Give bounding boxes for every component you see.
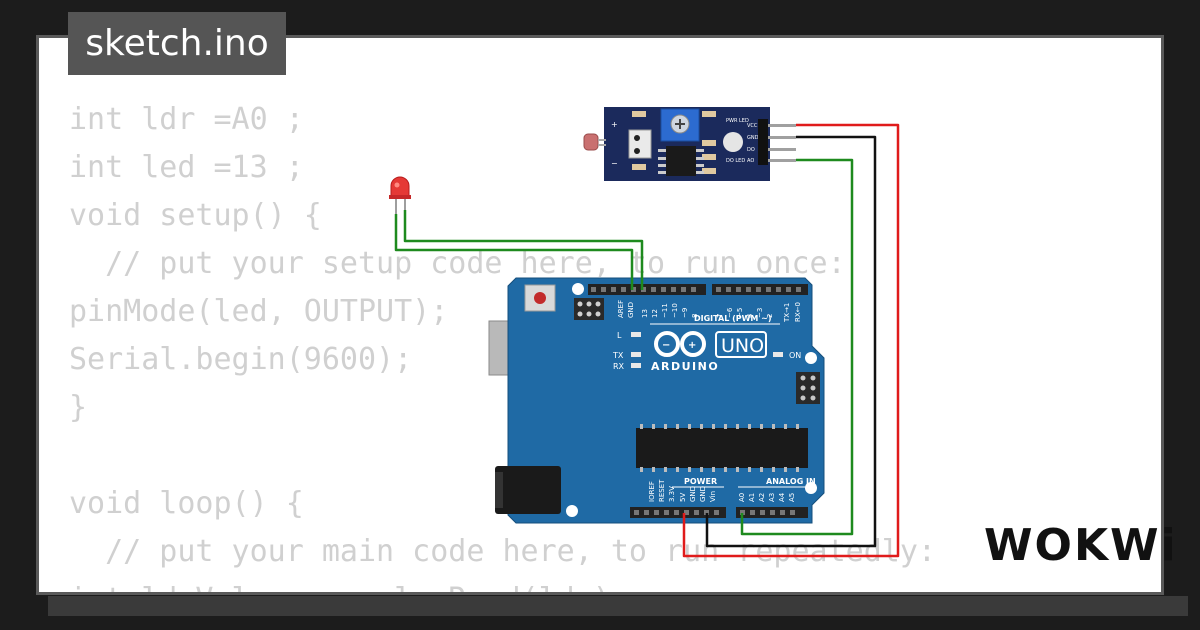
pin-label: AREF [617,300,625,318]
arduino-logo [654,331,706,357]
code-line: void setup() { [69,198,322,233]
ao-signal-wire[interactable] [740,158,854,536]
pin-label: ~5 [736,308,744,318]
atmega-chip [636,428,808,468]
pin-label: GND [689,486,697,502]
pin-label: 2 [766,314,774,318]
sensor-pin-label: DO [747,147,755,153]
mounting-hole [805,482,817,494]
mounting-hole [805,352,817,364]
led-tx [631,352,641,357]
led-l [631,332,641,337]
card-shadow [48,596,1188,616]
mounting-hole [572,283,584,295]
analog-label: ANALOG IN [766,477,816,486]
code-line: int ldr =A0 ; [69,102,304,137]
code-line: // put your setup code here, to run once… [69,246,846,281]
pin-label: IOREF [648,481,656,502]
code-line: pinMode(led, OUTPUT); [69,294,449,329]
pin-label: A2 [758,493,766,502]
pin-label: RESET [658,479,666,502]
icsp-header [574,298,604,320]
code-line: int led =13 ; [69,150,304,185]
led-label-l: L [617,331,622,340]
red-led[interactable] [389,176,411,216]
pin-label: GND [699,486,707,502]
pin-label: 4 [746,313,754,318]
board-brand: ARDUINO [651,360,719,373]
comparator-chip [666,146,696,176]
file-title-tab: sketch.ino [68,12,286,75]
terminal-block [628,129,652,159]
sensor-label-do-led: DO LED [726,158,745,164]
photoresistor [583,133,599,151]
pin-label: ~6 [726,307,734,318]
digital-label: DIGITAL (PWM ~) [694,314,772,323]
pin-label: 7 [716,314,724,318]
pin-label: GND [627,302,635,318]
pin-label: 8 [691,314,699,318]
vcc-wire[interactable] [682,123,900,558]
wires [394,123,900,558]
led-signal-wire[interactable] [403,210,644,290]
power-label: POWER [684,477,717,486]
led-label-rx: RX [613,362,625,371]
polarity-minus: − [611,159,618,168]
ldr-sensor-module[interactable]: + − PWR LED DO LED VCC GND DO AO [583,107,796,181]
pin-label: ~10 [671,303,679,318]
power-jack [495,466,561,514]
pin-label: A4 [778,492,786,502]
digital-header-left [588,284,706,295]
sensor-pin-label: VCC [747,123,758,129]
svg-text:+: + [688,340,696,351]
pin-label: ~9 [681,308,689,318]
pin-label: 3.3V [668,486,676,502]
code-line: } [69,390,88,425]
pin-label: 12 [651,309,659,318]
led-label-on: ON [789,351,801,360]
icsp2-header [796,372,820,404]
pin-label: 13 [641,309,649,318]
led-label-tx: TX [612,351,624,360]
pin-label: 5V [679,493,687,502]
board-model: UNO [721,335,764,357]
svg-text:−: − [662,340,670,351]
code-line: void loop() { [69,486,304,521]
pin-label: A0 [738,493,746,502]
pin-label: A5 [788,493,796,502]
code-line: Serial.begin(9600); [69,342,413,377]
led-rx [631,363,641,368]
sensor-pin-label: GND [747,135,759,141]
pin-label: A1 [748,493,756,502]
code-listing: int ldr =A0 ; int led =13 ; void setup() {… [69,96,936,592]
pwr-led [723,132,743,152]
code-line: int ldrValue = analogRead(ldr); [69,576,936,592]
arduino-uno-board[interactable]: AREF GND 13 12 ~11 ~10 ~9 8 7 ~6 ~5 4 ~3… [488,277,825,524]
pin-label: ~11 [661,303,669,318]
sensor-label-pwr-led: PWR LED [726,118,749,124]
gnd-wire[interactable] [705,135,877,548]
code-line: // put your main code here, to run repea… [69,534,936,569]
pin-label: TX→1 [783,303,791,323]
potentiometer-screw-icon [675,119,685,129]
pin-label: ~3 [756,308,764,318]
led-on [773,352,783,357]
mounting-hole [566,505,578,517]
wokwi-logo: WOKWi [984,520,1178,571]
pin-label: Vin [709,491,717,502]
sensor-pin-label: AO [747,158,754,164]
pin-label: RX←0 [794,302,802,322]
led-gnd-wire[interactable] [394,214,634,290]
polarity-plus: + [611,120,618,129]
pin-label: A3 [768,493,776,502]
